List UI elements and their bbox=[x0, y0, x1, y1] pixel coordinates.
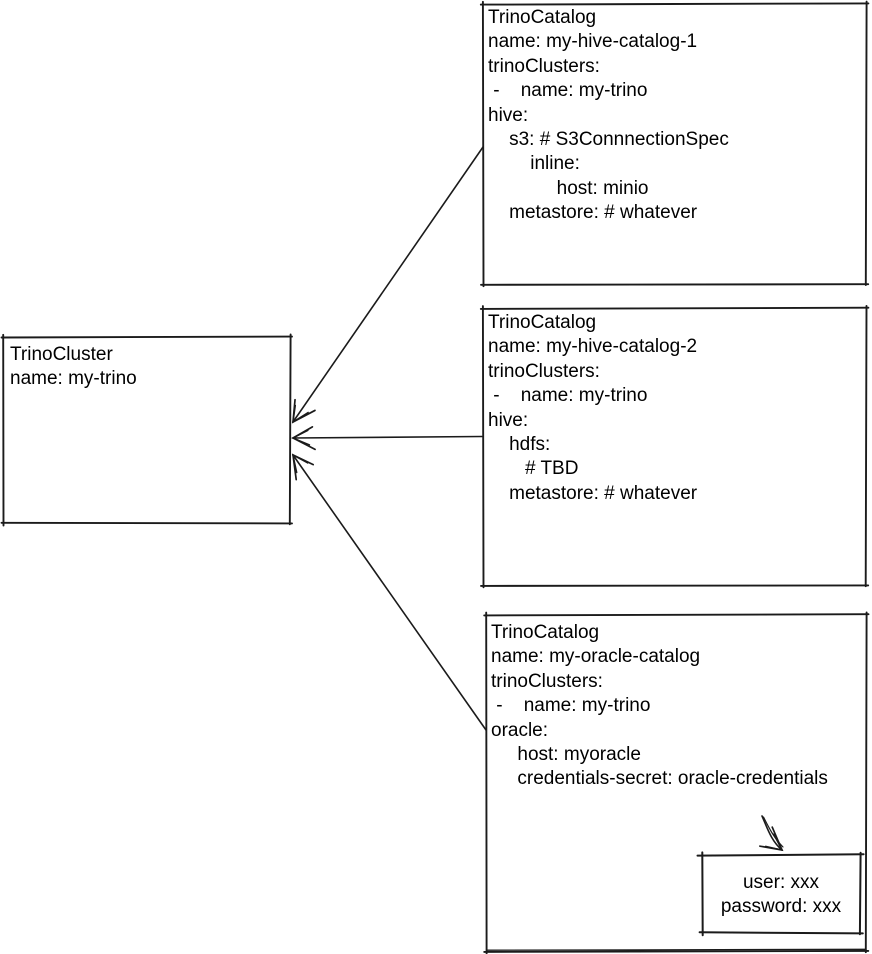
text-line: credentials-secret: oracle-credentials bbox=[491, 768, 828, 790]
text-line: password: xxx bbox=[720, 896, 842, 918]
text-line: host: minio bbox=[488, 177, 649, 199]
secret-box-border bbox=[696, 851, 865, 937]
connector-catalog1-to-cluster bbox=[292, 146, 484, 424]
text-line: oracle: bbox=[491, 719, 549, 741]
text-line: # TBD bbox=[488, 458, 579, 480]
text-line: TrinoCatalog bbox=[488, 7, 597, 28]
text-line: trinoClusters: bbox=[488, 55, 600, 77]
catalog2-box-border bbox=[479, 304, 870, 589]
text-line: name: my-hive-catalog-2 bbox=[488, 336, 698, 358]
connector-catalog3-to-cluster bbox=[291, 453, 487, 731]
text-line: - name: my-trino bbox=[488, 80, 648, 102]
arrow-to-secret bbox=[759, 815, 784, 852]
text-line: TrinoCatalog bbox=[488, 312, 597, 333]
text-line: name: my-hive-catalog-1 bbox=[488, 31, 698, 53]
text-line: trinoClusters: bbox=[491, 670, 603, 692]
text-line: name: my-oracle-catalog bbox=[491, 646, 701, 668]
oracle-credentials-secret-node: user: xxx password: xxx bbox=[702, 871, 860, 920]
text-line: - name: my-trino bbox=[491, 695, 651, 717]
text-line: hive: bbox=[488, 104, 529, 126]
text-line: hive: bbox=[488, 409, 529, 431]
text-line: TrinoCluster bbox=[10, 344, 113, 365]
text-line: metastore: # whatever bbox=[488, 482, 698, 504]
catalog1-box-border bbox=[479, 0, 870, 288]
catalog3-box-border bbox=[483, 611, 870, 954]
text-line: TrinoCatalog bbox=[491, 622, 600, 643]
text-line: name: my-trino bbox=[10, 368, 137, 390]
text-line: inline: bbox=[488, 153, 580, 175]
text-line: host: myoracle bbox=[491, 744, 641, 766]
cluster-box-border bbox=[0, 333, 293, 527]
connector-catalog2-to-cluster bbox=[291, 425, 483, 451]
text-line: user: xxx bbox=[742, 872, 820, 893]
text-line: trinoClusters: bbox=[488, 360, 600, 382]
trino-cluster-node: TrinoCluster name: my-trino bbox=[10, 343, 137, 392]
text-line: - name: my-trino bbox=[488, 385, 648, 407]
text-line: metastore: # whatever bbox=[488, 202, 698, 224]
arrow-to-secret-sketch-stroke bbox=[762, 816, 784, 848]
text-line: s3: # S3ConnnectionSpec bbox=[488, 129, 729, 151]
text-line: hdfs: bbox=[488, 434, 551, 456]
